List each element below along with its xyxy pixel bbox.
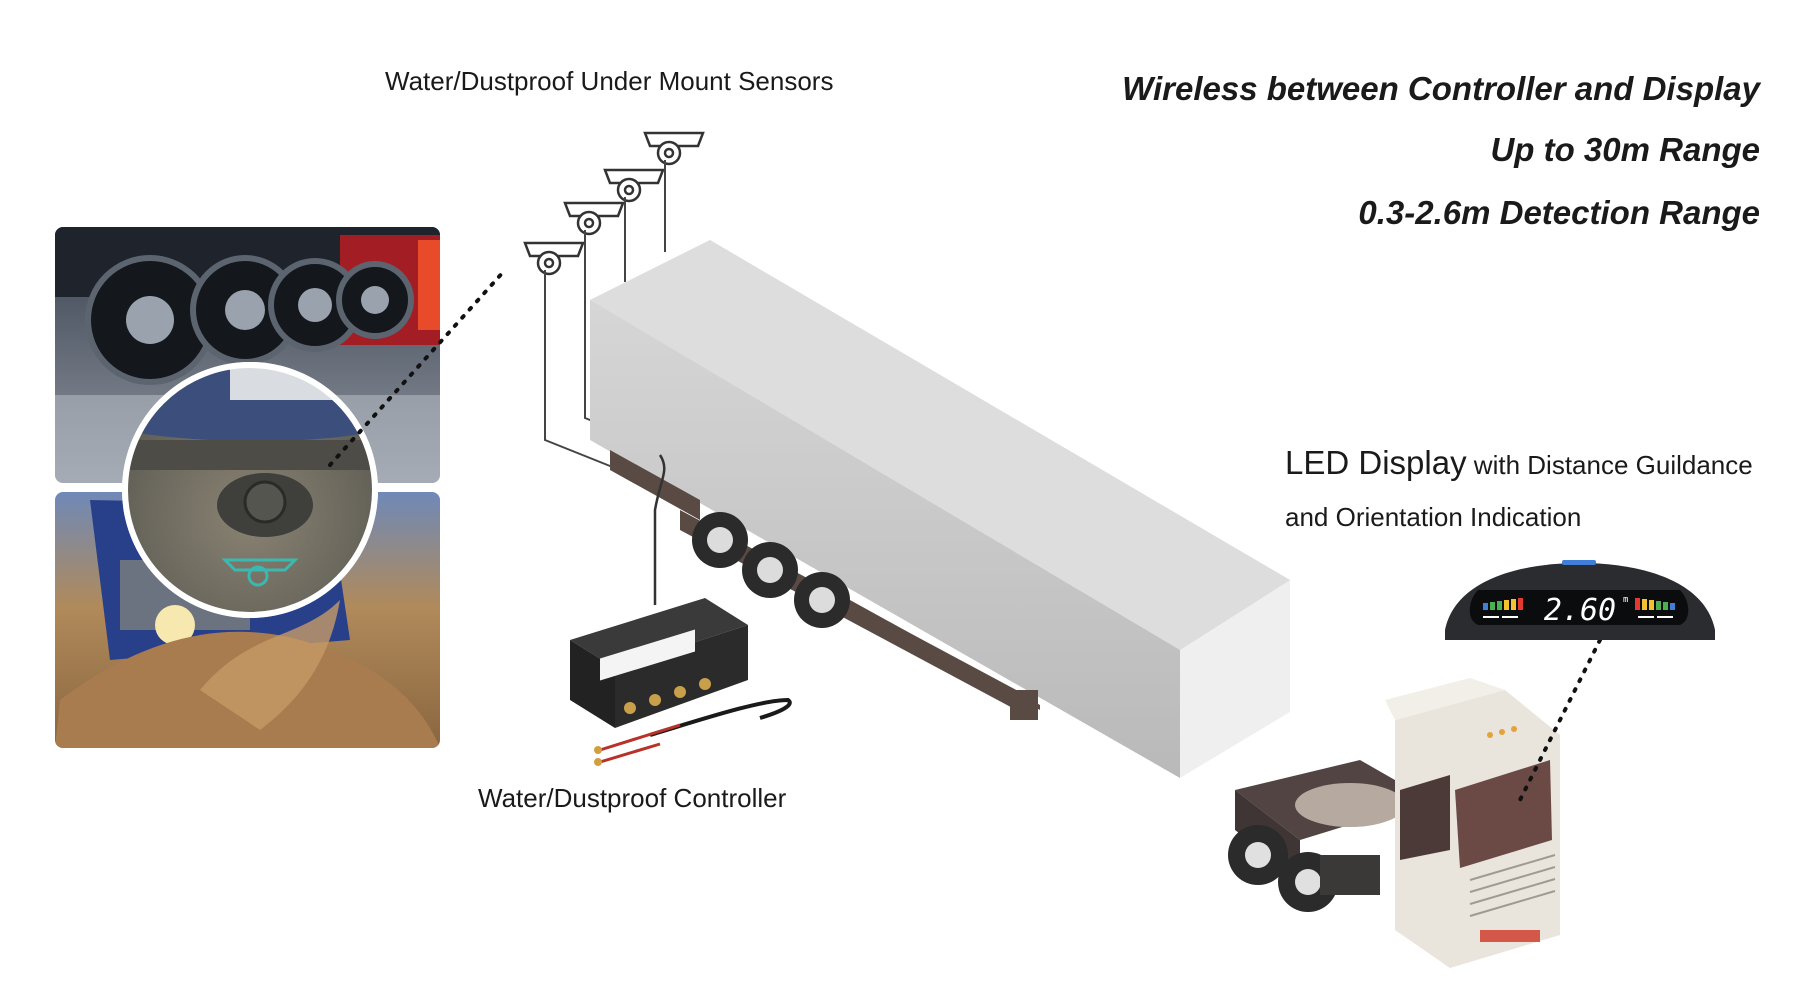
- sensor-icon: [563, 201, 625, 236]
- led-display-device: 2.60 m: [1445, 560, 1715, 640]
- feature-detection-range: 0.3-2.6m Detection Range: [1358, 194, 1760, 231]
- feature-wireless: Wireless between Controller and Display: [1122, 70, 1760, 107]
- wireless-link-dots: [328, 268, 507, 467]
- left-distance-bar: [1483, 598, 1523, 618]
- sensor-icon: [643, 131, 705, 166]
- led-display-subtitle: with Distance Guildance: [1466, 450, 1753, 480]
- controller-caption: Water/Dustproof Controller: [478, 783, 787, 813]
- sensors-caption: Water/Dustproof Under Mount Sensors: [385, 66, 834, 96]
- sensor-icons: [523, 131, 705, 276]
- controller-wire: [653, 454, 666, 605]
- tractor-grille: [1469, 854, 1556, 917]
- trailer: [590, 240, 1290, 778]
- feature-range: Up to 30m Range: [1490, 131, 1760, 168]
- sensor-icon: [603, 168, 665, 203]
- tractor-truck: [1228, 678, 1560, 968]
- controller-box: [570, 598, 792, 766]
- display-unit: m: [1623, 595, 1628, 605]
- led-display-description: and Orientation Indication: [1285, 502, 1582, 532]
- right-distance-bar: [1635, 598, 1675, 618]
- display-link-dots: [1518, 638, 1602, 802]
- trailer-wheels: [692, 512, 850, 628]
- led-display-title: LED Display: [1285, 444, 1467, 481]
- sensor-icon: [523, 241, 585, 276]
- led-display-heading: LED Display with Distance Guildance: [1285, 444, 1753, 482]
- sensor-zoom-circle: [122, 362, 378, 618]
- display-reading: 2.60: [1544, 593, 1616, 628]
